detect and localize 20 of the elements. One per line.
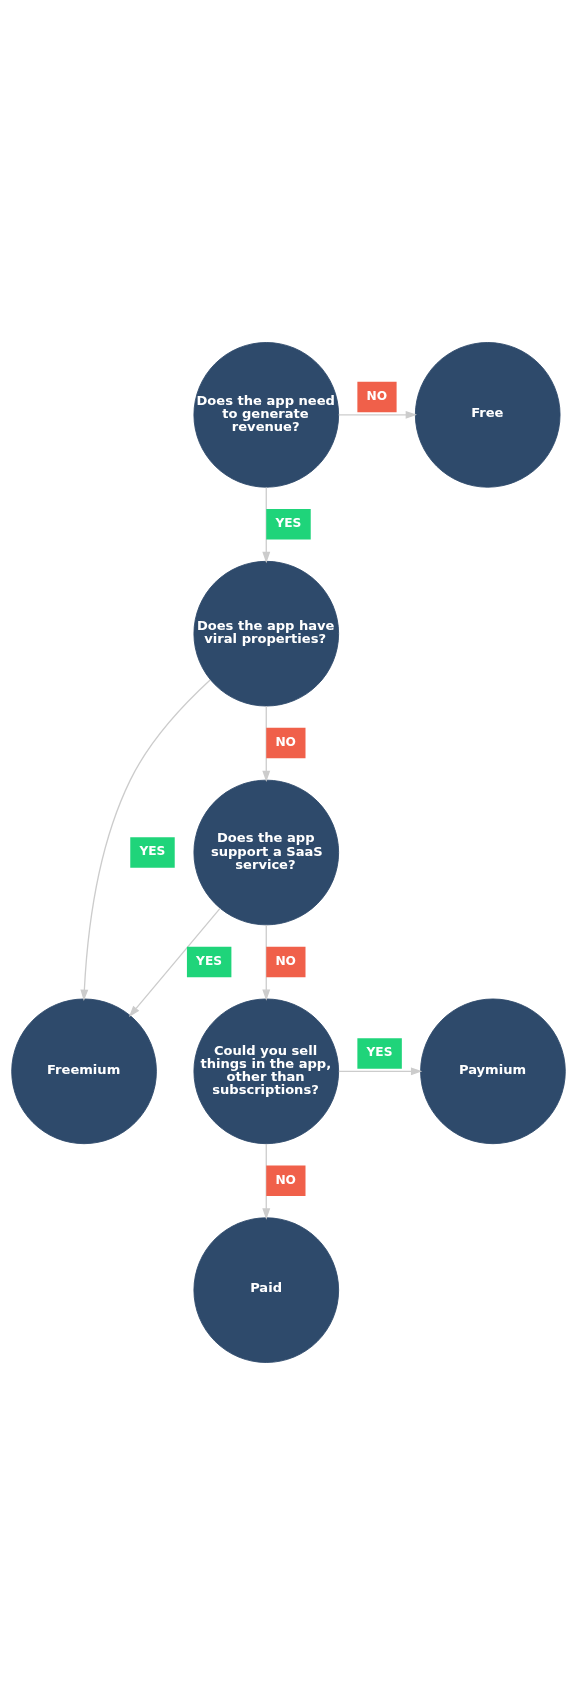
edge-label: YES [275, 515, 302, 530]
node-circle: Free [414, 341, 561, 488]
edge-label: NO [366, 388, 388, 403]
edge-label: NO [275, 734, 296, 749]
arrow [80, 678, 211, 1001]
edge-label: NO [275, 953, 296, 968]
node-circle: Does the app have viral properties? [193, 560, 340, 706]
arrow [128, 907, 221, 1017]
arrow [338, 1066, 423, 1075]
node-circle: Could you sell things in the app, other than subscriptions? [193, 998, 340, 1144]
node-circle: Paid [193, 1216, 340, 1363]
arrow [338, 410, 418, 419]
edge-label: YES [139, 843, 166, 858]
node-circle: Freemium [11, 998, 157, 1144]
node-circle: Does the app need to generate revenue? [193, 341, 340, 488]
edge-label: NO [275, 1172, 296, 1187]
node-circle: Paymium [420, 998, 566, 1144]
edge-label: YES [196, 953, 223, 968]
node-circle: Does the app support a SaaS service? [193, 779, 340, 925]
edge-label: YES [366, 1044, 393, 1059]
